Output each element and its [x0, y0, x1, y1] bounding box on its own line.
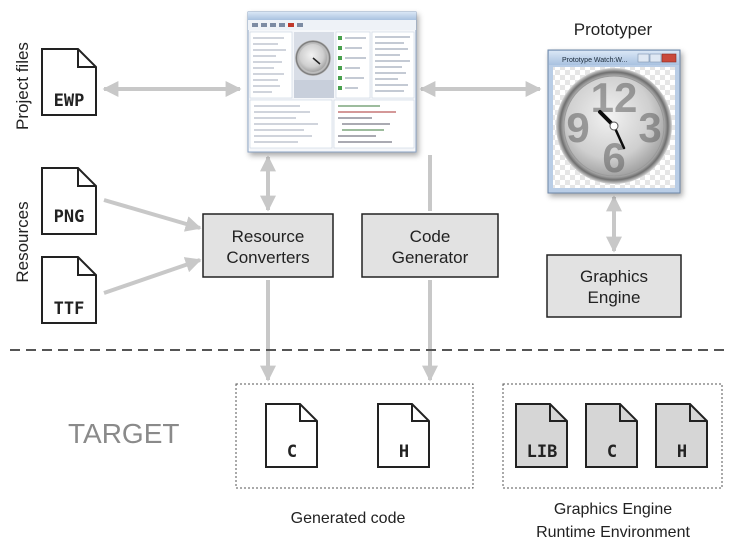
resource-converters-line1: Resource [232, 227, 305, 246]
runtime-h-file-label: H [677, 442, 687, 462]
window-maximize-button [649, 53, 662, 63]
ide-screenshot [247, 11, 417, 153]
graphics-engine-line2: Engine [588, 288, 641, 307]
ttf-file-label: TTF [54, 299, 85, 319]
graphics-engine-line1: Graphics [580, 267, 648, 286]
runtime-h-file-icon: H [655, 403, 708, 468]
prototyper-label: Prototyper [574, 20, 653, 39]
clock-numeral-3: 3 [638, 104, 661, 151]
lib-file-icon: LIB [515, 403, 568, 468]
png-file-icon: PNG [41, 167, 97, 235]
code-generator-line1: Code [410, 227, 451, 246]
resource-converters-box: Resource Converters [202, 213, 334, 278]
png-file-label: PNG [54, 207, 85, 227]
resources-label: Resources [13, 201, 32, 282]
ttf-file-icon: TTF [41, 256, 97, 324]
clock-numeral-6: 6 [602, 134, 625, 181]
clock-numeral-9: 9 [566, 104, 589, 151]
generated-code-caption: Generated code [291, 510, 406, 527]
runtime-caption-line2: Runtime Environment [536, 524, 690, 541]
prototyper-window: Prototype Watch:W... 12 9 3 6 [547, 49, 681, 194]
clock-numeral-12: 12 [591, 74, 638, 121]
lib-file-label: LIB [527, 442, 558, 462]
code-generator-line2: Generator [392, 248, 469, 267]
arrow-png-converters [103, 198, 202, 232]
arrow-ttf-converters [103, 257, 202, 295]
window-close-button [661, 53, 677, 63]
target-label: TARGET [68, 418, 179, 449]
graphics-engine-box: Graphics Engine [546, 254, 682, 318]
runtime-c-file-label: C [607, 442, 617, 462]
prototyper-window-title: Prototype Watch:W... [562, 57, 628, 64]
runtime-c-file-icon: C [585, 403, 638, 468]
ewp-file-icon: EWP [41, 48, 97, 116]
ewp-file-label: EWP [54, 91, 85, 111]
generated-c-file-label: C [287, 442, 297, 462]
runtime-caption-line1: Graphics Engine [554, 501, 672, 518]
generated-code-container [235, 383, 474, 489]
resource-converters-line2: Converters [226, 248, 309, 267]
project-files-label: Project files [13, 42, 32, 130]
generated-h-file-icon: H [377, 403, 430, 468]
runtime-environment-container [502, 383, 723, 489]
code-generator-box: Code Generator [361, 213, 499, 278]
generated-h-file-label: H [399, 442, 409, 462]
generated-c-file-icon: C [265, 403, 318, 468]
window-minimize-button [637, 53, 650, 63]
